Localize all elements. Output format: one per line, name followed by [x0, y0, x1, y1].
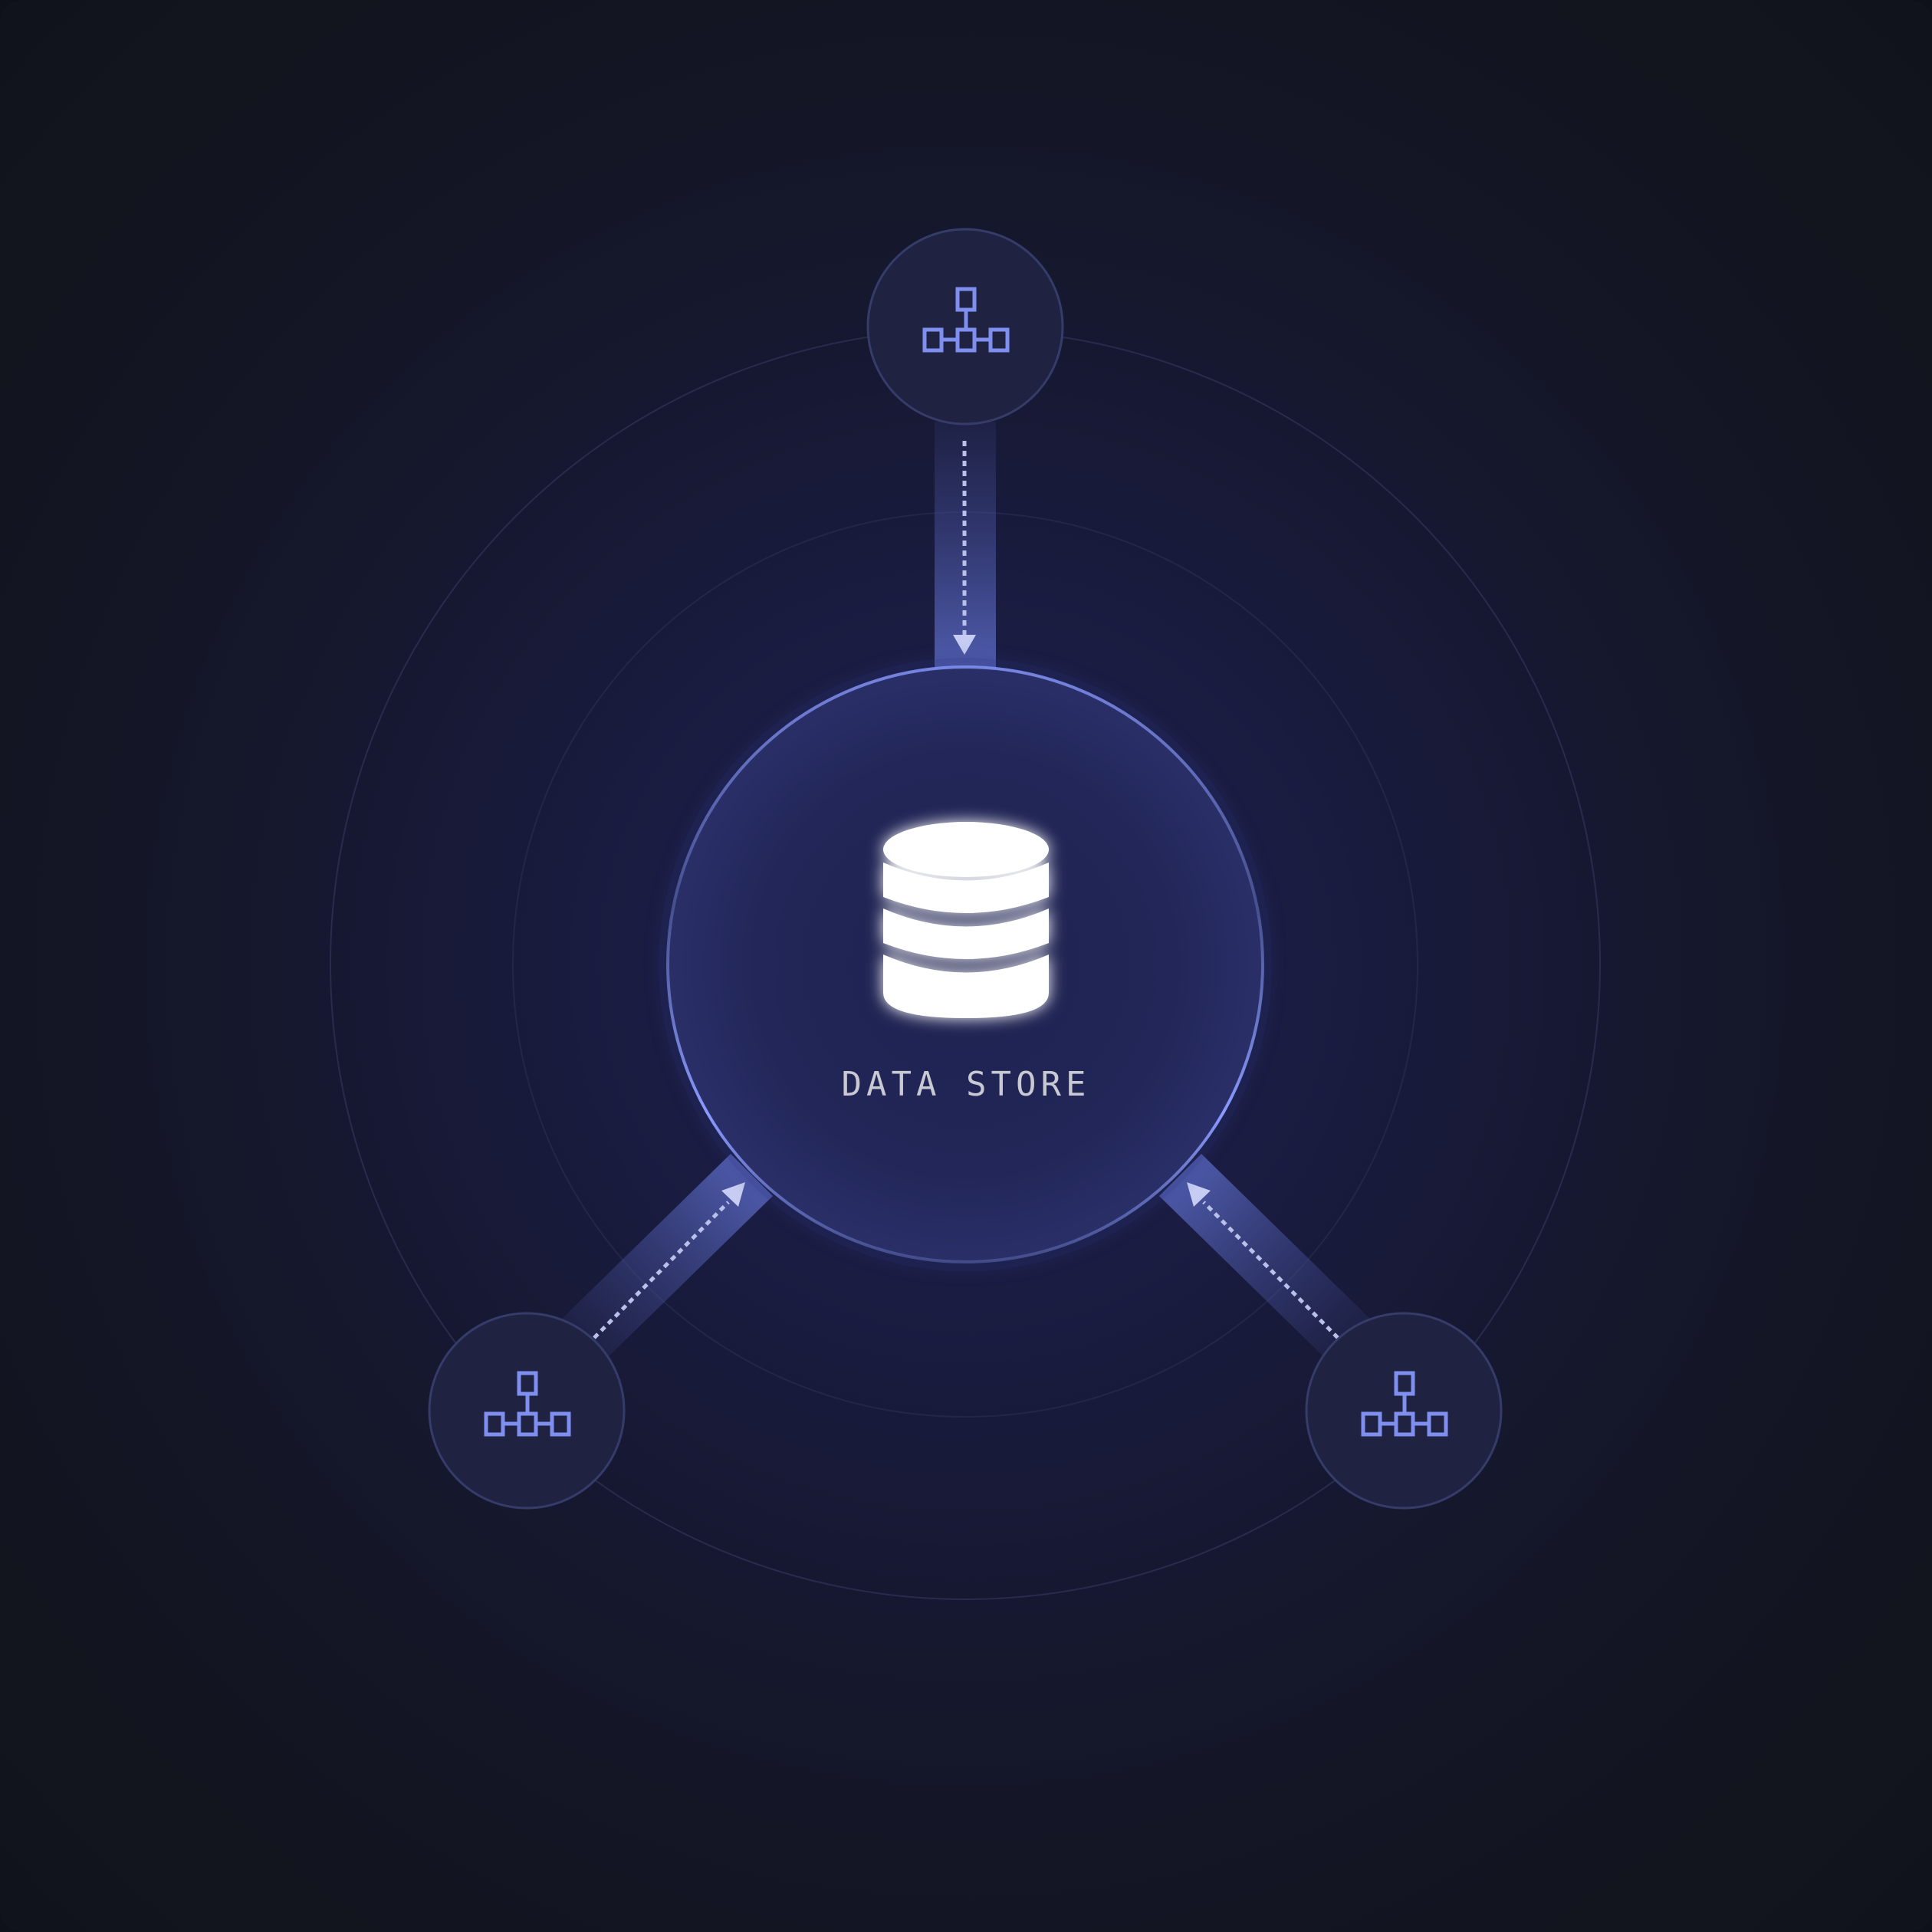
network-icon: [922, 287, 1010, 353]
arrow-head-bottom-right: [1187, 1182, 1211, 1207]
connector-bottom-left: [562, 1154, 773, 1361]
database-icon: [883, 822, 1049, 1018]
network-icon: [1361, 1371, 1448, 1437]
node-bottom-right[interactable]: [1305, 1312, 1503, 1510]
data-store-hub: [659, 658, 1272, 1271]
node-bottom-left[interactable]: [428, 1312, 626, 1510]
arrow-head-bottom-left: [721, 1182, 745, 1207]
arrow-head-top: [953, 635, 976, 655]
connector-bottom-right: [1159, 1154, 1370, 1361]
network-icon: [484, 1371, 571, 1437]
node-top[interactable]: [866, 228, 1064, 426]
connector-top: [935, 422, 996, 671]
data-store-label: DATA STORE: [841, 1065, 1091, 1104]
